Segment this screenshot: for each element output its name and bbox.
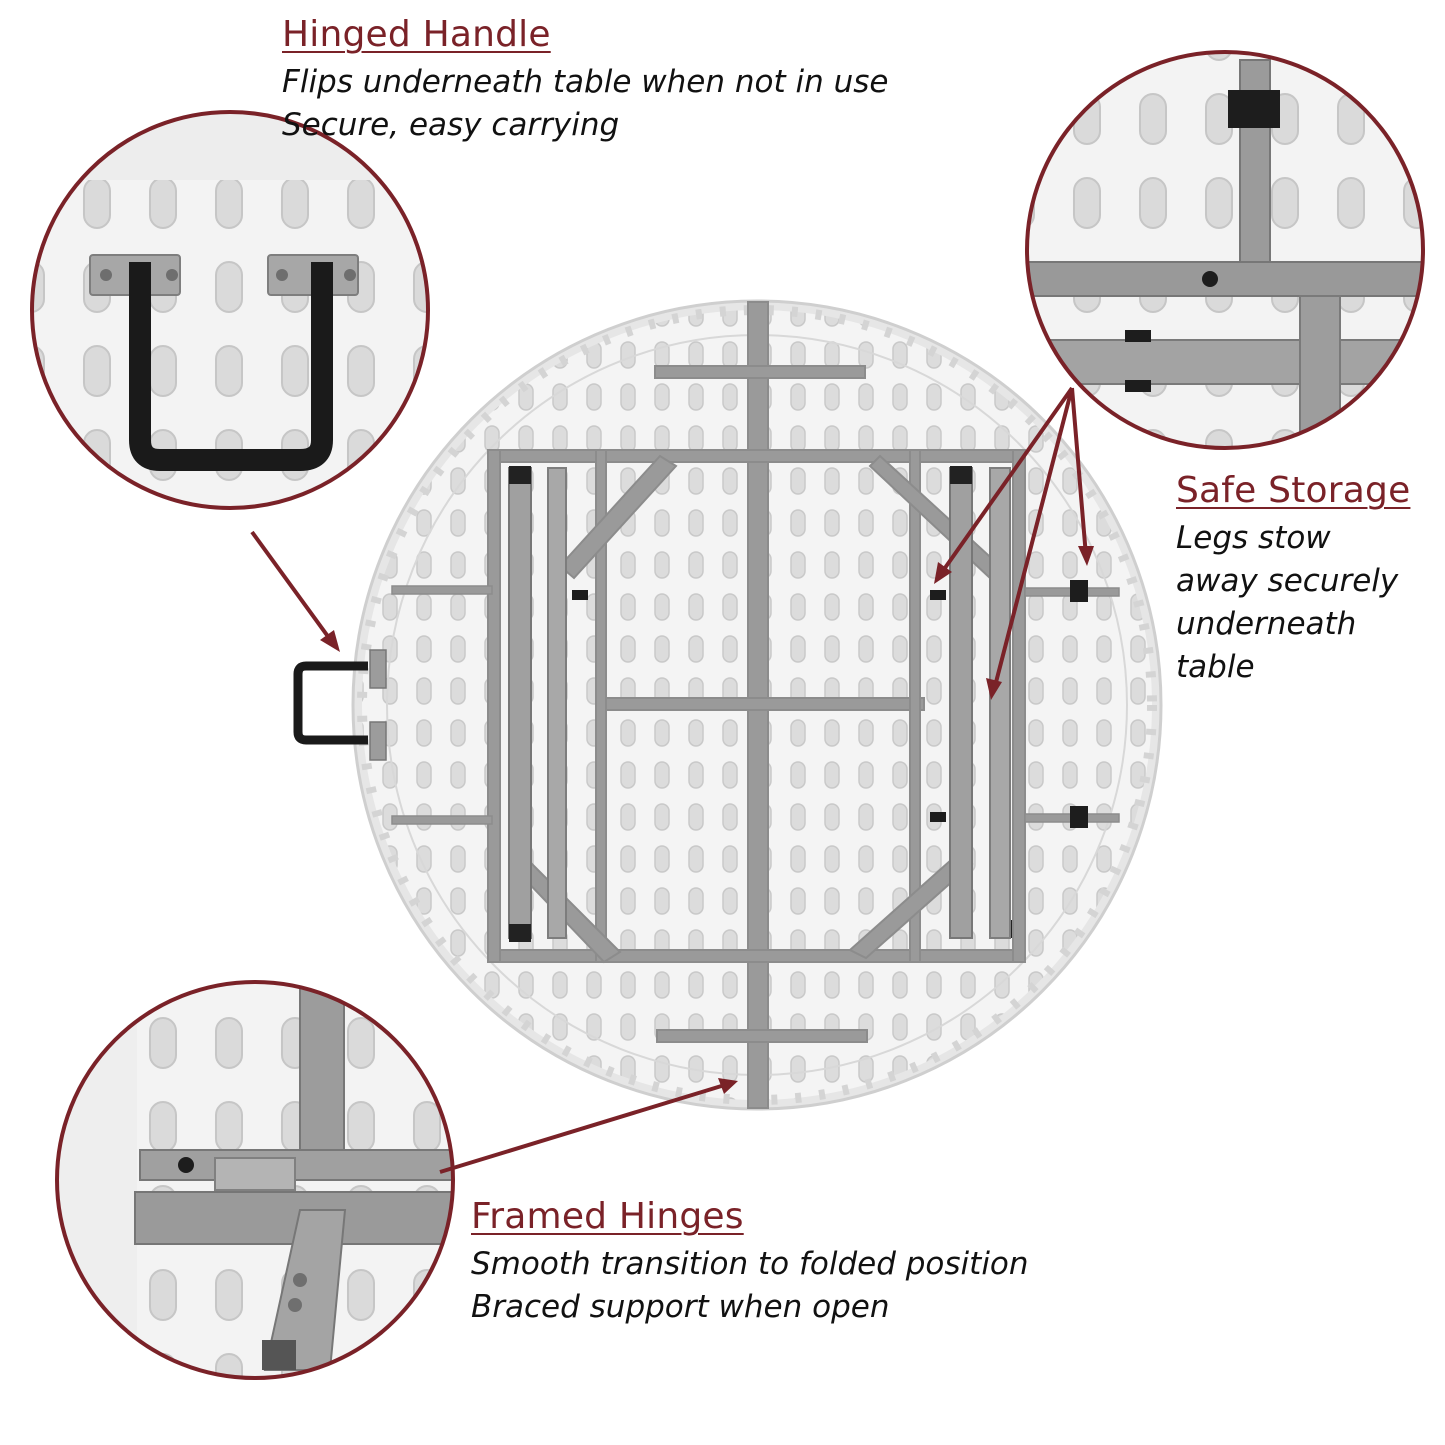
round-table-underside <box>293 299 1163 1111</box>
safe-storage-line-2: away securely <box>1176 563 1399 599</box>
framed-hinges-callout: Framed Hinges Smooth transition to folde… <box>471 1196 1029 1329</box>
hinges-closeup <box>55 980 455 1380</box>
safe-storage-line-1: Legs stow <box>1176 520 1331 556</box>
storage-closeup <box>1025 50 1425 450</box>
safe-storage-title: Safe Storage <box>1176 470 1411 511</box>
framed-hinges-line-1: Smooth transition to folded position <box>471 1246 1029 1282</box>
hinged-handle-callout: Hinged Handle Flips underneath table whe… <box>282 14 888 147</box>
folded-legs <box>508 466 1012 942</box>
hinged-handle-title: Hinged Handle <box>282 14 551 55</box>
hinged-handle-line-1: Flips underneath table when not in use <box>282 64 889 100</box>
framed-hinges-title: Framed Hinges <box>471 1196 744 1237</box>
safe-storage-line-4: table <box>1176 649 1255 685</box>
leg-clips <box>572 580 1088 828</box>
callout-arrows <box>250 386 1094 1174</box>
hinged-handle-line-2: Secure, easy carrying <box>282 107 620 143</box>
framed-hinges-line-2: Braced support when open <box>471 1289 890 1325</box>
table-carry-handle <box>293 649 387 761</box>
handle-closeup <box>30 110 430 510</box>
safe-storage-line-3: underneath <box>1176 606 1357 642</box>
safe-storage-callout: Safe Storage Legs stow away securely und… <box>1176 470 1436 689</box>
